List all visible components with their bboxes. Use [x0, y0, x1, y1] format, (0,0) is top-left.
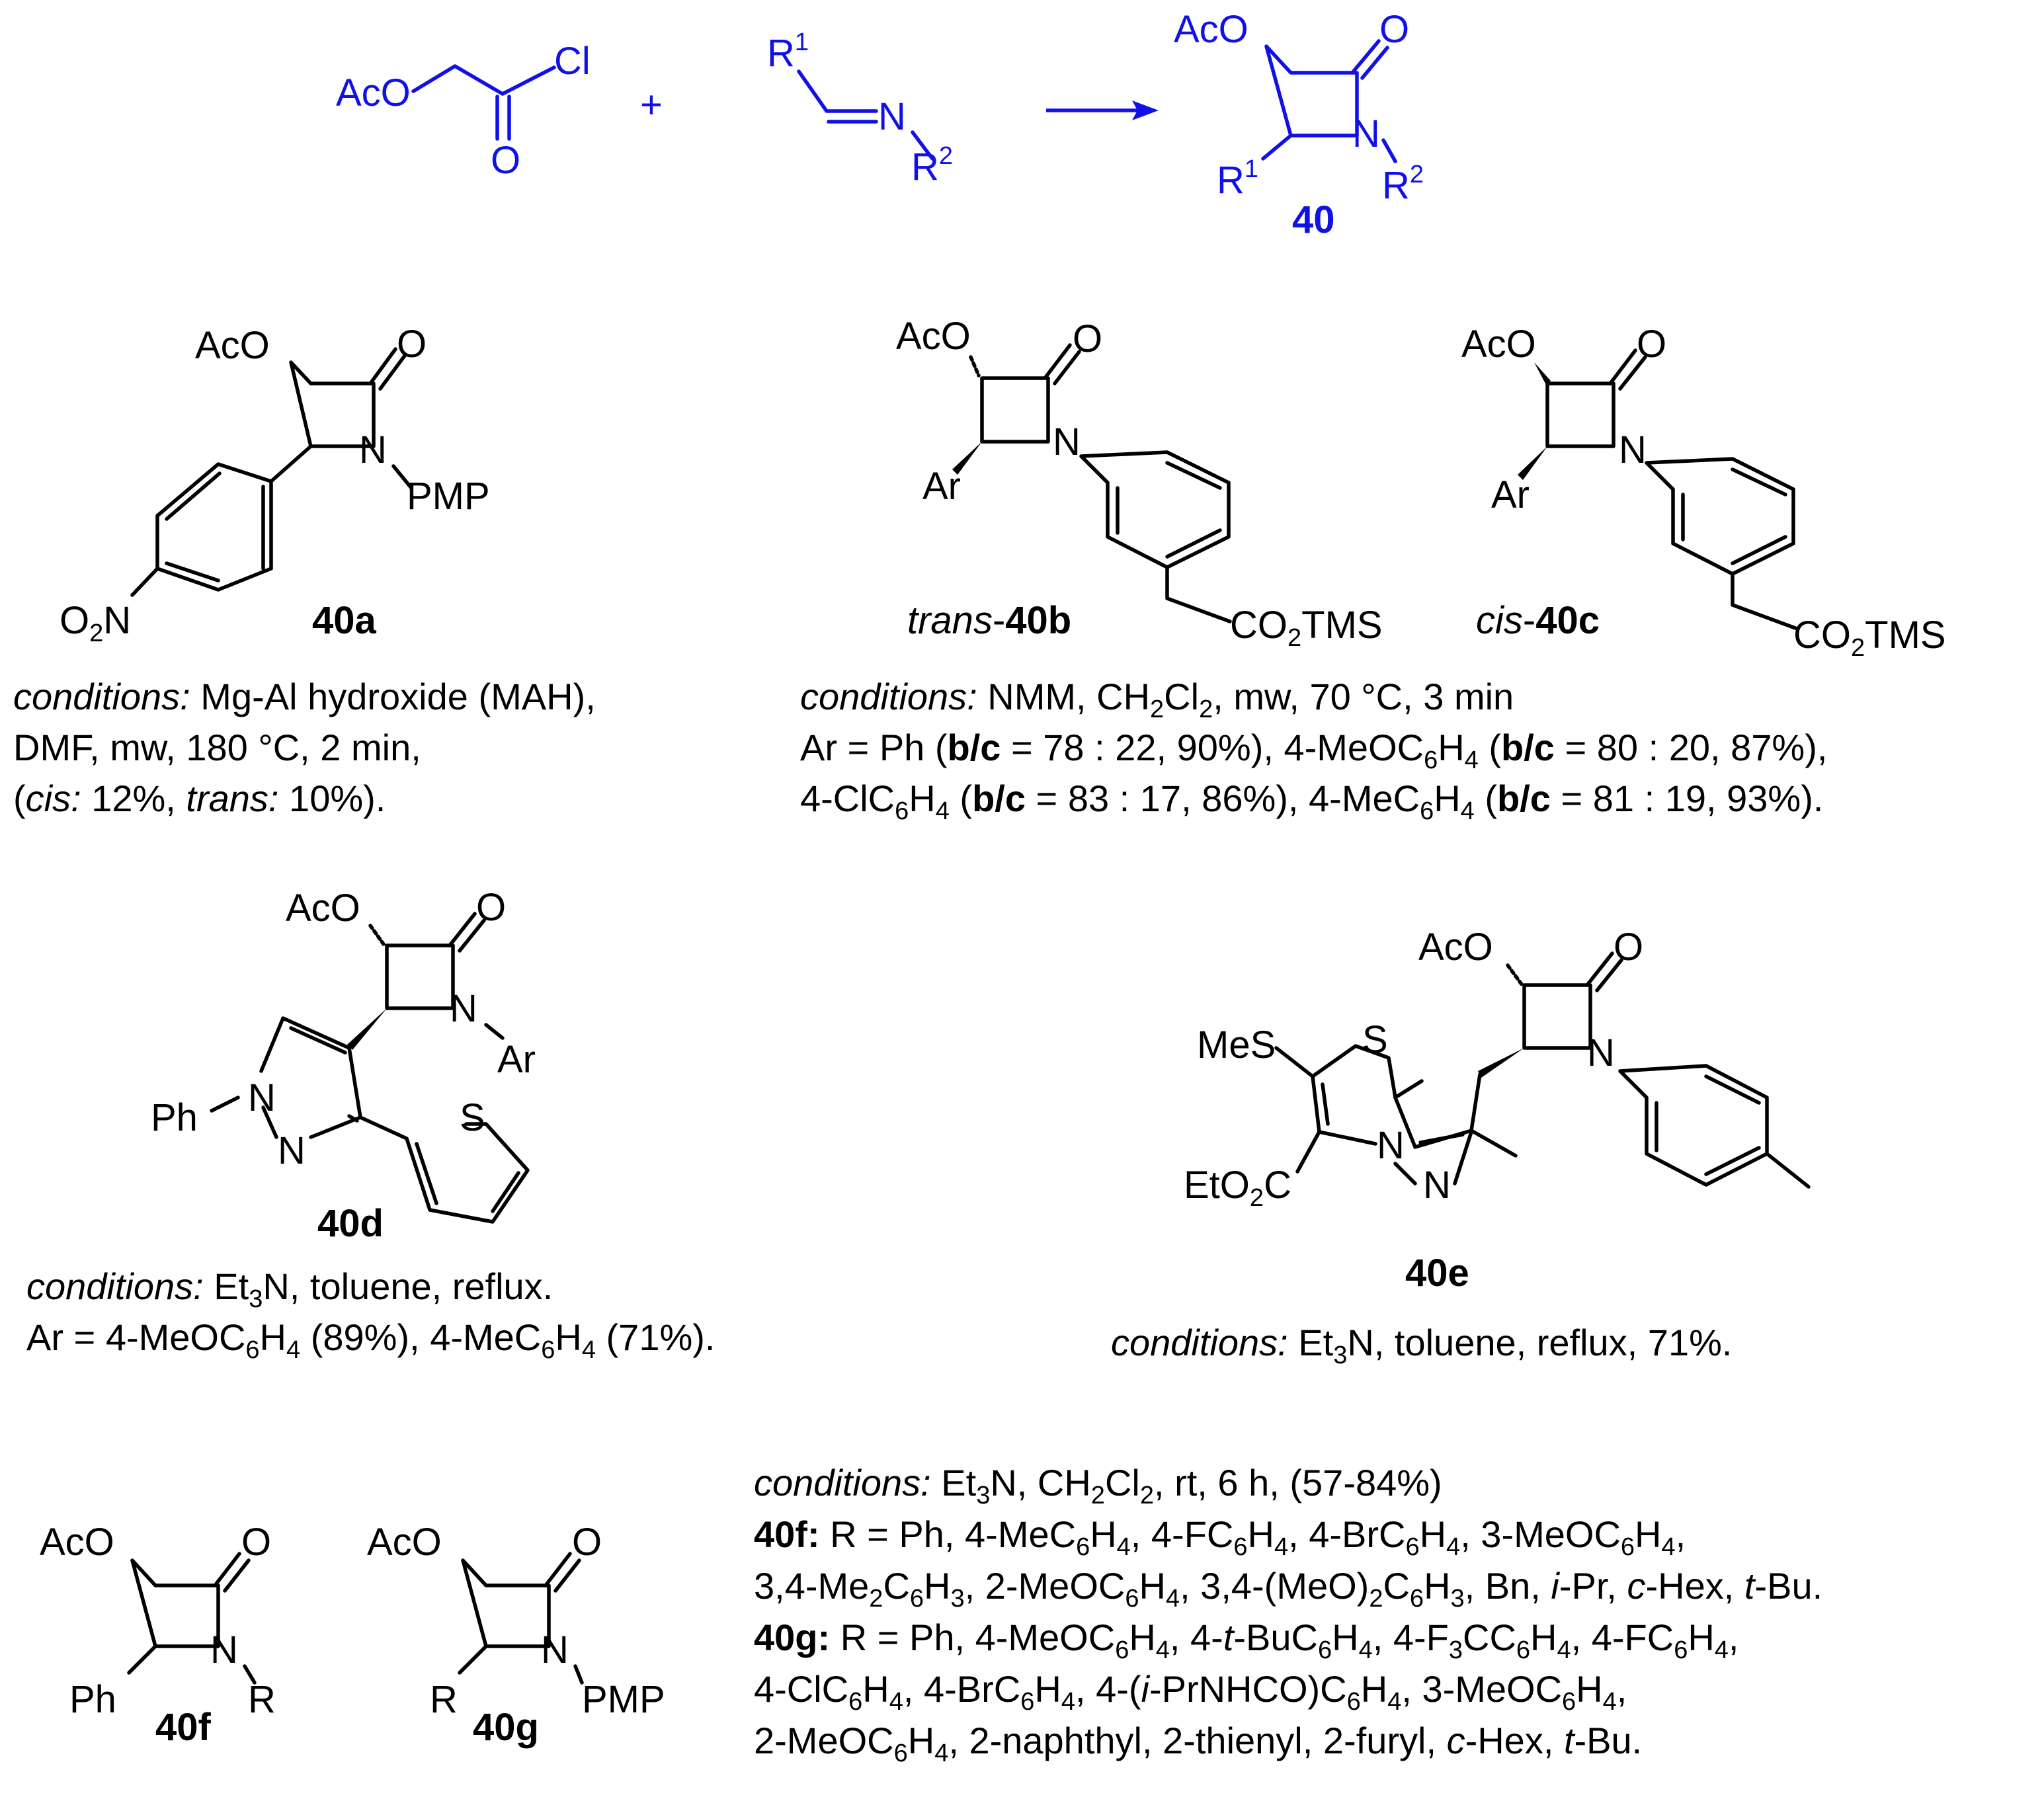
- 40d-n2-label: N: [278, 1129, 306, 1172]
- 40c-ar-label: Ar: [1491, 473, 1530, 516]
- 40c-n-label: N: [1619, 428, 1647, 471]
- 40e-conditions: conditions: Et3N, toluene, reflux, 71%.: [1111, 1322, 1732, 1369]
- 40g-r-label: R: [430, 1678, 458, 1721]
- 40b-o-label: O: [1073, 317, 1102, 360]
- 40c-co2tms-label: CO2TMS: [1793, 614, 1946, 662]
- 40a-compound-label: 40a: [312, 599, 377, 642]
- reagent-acetoxyacetyl-chloride: AcO Cl O: [336, 40, 591, 182]
- compound-40d: AcO O N Ar N N Ph S 40d: [151, 886, 536, 1245]
- 40e-n1-label: N: [1377, 1124, 1405, 1167]
- 40f-o-label: O: [241, 1521, 271, 1564]
- 40fg-cond-line1: conditions: Et3N, CH2Cl2, rt, 6 h, (57-8…: [754, 1462, 1442, 1509]
- product-aco-label: AcO: [1174, 8, 1248, 51]
- reagent1-cl-label: Cl: [554, 40, 591, 83]
- 40a-aco-label: AcO: [195, 324, 270, 367]
- compound-40g: AcO O N R PMP 40g: [367, 1521, 665, 1749]
- 40g-compound-label: 40g: [473, 1706, 539, 1749]
- reagent1-o-label: O: [491, 139, 520, 182]
- 40d-cond-line2: Ar = 4-MeOC6H4 (89%), 4-MeC6H4 (71%).: [26, 1316, 715, 1364]
- 40d-n-label: N: [450, 987, 477, 1030]
- 40a-no2-label: O2N: [60, 599, 131, 647]
- 40b-compound-label: trans-40b: [907, 599, 1071, 642]
- 40d-cond-line1: conditions: Et3N, toluene, reflux.: [26, 1265, 553, 1313]
- 40a-pmp-label: PMP: [407, 475, 490, 518]
- 40a-n-label: N: [359, 428, 387, 471]
- compound-40f: AcO O N Ph R 40f: [40, 1521, 276, 1749]
- 40c-compound-label: cis-40c: [1476, 599, 1600, 642]
- 40e-s-label: S: [1362, 1018, 1388, 1061]
- reagent1-aco-label: AcO: [336, 71, 411, 114]
- 40d-n1-label: N: [248, 1076, 276, 1119]
- product-o-label: O: [1379, 8, 1409, 51]
- imine-r2-label: R2: [911, 142, 953, 188]
- compound-40b: AcO O N Ar CO2TMS trans-40b: [896, 315, 1383, 652]
- 40a-cond-line1: conditions: Mg-Al hydroxide (MAH),: [13, 676, 596, 717]
- 40a-conditions: conditions: Mg-Al hydroxide (MAH), DMF, …: [13, 676, 596, 819]
- 40e-compound-label: 40e: [1405, 1252, 1469, 1295]
- 40b-aco-label: AcO: [896, 315, 971, 358]
- plus-sign: +: [640, 83, 663, 126]
- 40g-pmp-label: PMP: [582, 1678, 665, 1721]
- 40d-aco-label: AcO: [286, 887, 360, 930]
- 40e-aco-label: AcO: [1418, 926, 1493, 969]
- product-compound-label: 40: [1292, 198, 1335, 241]
- 40fg-cond-line2: 40f: R = Ph, 4-MeC6H4, 4-FC6H4, 4-BrC6H4…: [754, 1513, 1686, 1561]
- 40g-o-label: O: [572, 1521, 602, 1564]
- compound-40c: AcO O N Ar CO2TMS cis-40c: [1461, 323, 1946, 662]
- product-r1-label: R1: [1217, 155, 1258, 202]
- product-r2-label: R2: [1382, 161, 1424, 207]
- 40bc-cond-line2: Ar = Ph (b/c = 78 : 22, 90%), 4-MeOC6H4 …: [800, 727, 1827, 774]
- 40f-compound-label: 40f: [155, 1706, 212, 1749]
- compound-40e: AcO O N S N N MeS EtO2C 40e: [1184, 926, 1811, 1295]
- general-reaction: AcO Cl O + R1 N R2 AcO O N R1: [336, 8, 1424, 241]
- 40b-n-label: N: [1053, 420, 1081, 463]
- 40b-co2tms-label: CO2TMS: [1230, 604, 1383, 652]
- 40fg-cond-line3: 3,4-Me2C6H3, 2-MeOC6H4, 3,4-(MeO)2C6H3, …: [754, 1565, 1822, 1613]
- 40bc-cond-line3: 4-ClC6H4 (b/c = 83 : 17, 86%), 4-MeC6H4 …: [800, 778, 1823, 825]
- 40g-n-label: N: [541, 1628, 569, 1671]
- 40e-mes-label: MeS: [1197, 1023, 1276, 1066]
- 40f-n-label: N: [210, 1628, 238, 1671]
- 40f-ph-label: Ph: [69, 1678, 116, 1721]
- 40g-aco-label: AcO: [367, 1521, 442, 1564]
- 40e-cond-line: conditions: Et3N, toluene, reflux, 71%.: [1111, 1322, 1732, 1369]
- product-n-label: N: [1352, 112, 1380, 155]
- 40b-ar-label: Ar: [922, 465, 961, 508]
- 40e-eto2c-label: EtO2C: [1184, 1164, 1291, 1212]
- 40f-r-label: R: [248, 1678, 276, 1721]
- 40d-o-label: O: [476, 886, 506, 929]
- 40c-o-label: O: [1637, 323, 1666, 366]
- 40d-s-label: S: [460, 1096, 485, 1139]
- 40bc-conditions: conditions: NMM, CH2Cl2, mw, 70 °C, 3 mi…: [800, 676, 1827, 825]
- 40d-conditions: conditions: Et3N, toluene, reflux. Ar = …: [26, 1265, 715, 1364]
- 40f-aco-label: AcO: [40, 1521, 114, 1564]
- imine-r1-label: R1: [767, 28, 809, 75]
- imine-n-label: N: [878, 95, 906, 138]
- 40fg-cond-line6: 2-MeOC6H4, 2-naphthyl, 2-thienyl, 2-fury…: [754, 1720, 1642, 1767]
- 40a-cond-line2: DMF, mw, 180 °C, 2 min,: [13, 727, 421, 768]
- 40e-o-label: O: [1614, 926, 1643, 969]
- 40a-cond-line3: (cis: 12%, trans: 10%).: [13, 778, 386, 819]
- reagent-imine: R1 N R2: [767, 28, 953, 188]
- 40d-ph-label: Ph: [151, 1096, 198, 1139]
- 40fg-cond-line5: 4-ClC6H4, 4-BrC6H4, 4-(i-PrNHCO)C6H4, 3-…: [754, 1668, 1627, 1716]
- compound-40a: AcO O N PMP O2N 40a: [60, 323, 490, 647]
- 40a-o-label: O: [397, 323, 427, 366]
- 40e-n2-label: N: [1423, 1164, 1451, 1207]
- 40bc-cond-line1: conditions: NMM, CH2Cl2, mw, 70 °C, 3 mi…: [800, 676, 1514, 723]
- 40fg-cond-line4: 40g: R = Ph, 4-MeOC6H4, 4-t-BuC6H4, 4-F3…: [754, 1617, 1738, 1664]
- reaction-arrow: [1046, 100, 1159, 120]
- 40e-n-label: N: [1587, 1031, 1615, 1074]
- 40c-aco-label: AcO: [1461, 323, 1536, 366]
- 40d-compound-label: 40d: [317, 1202, 384, 1245]
- product-40: AcO O N R1 R2 40: [1174, 8, 1424, 241]
- 40d-ar-label: Ar: [497, 1038, 536, 1081]
- 40fg-conditions: conditions: Et3N, CH2Cl2, rt, 6 h, (57-8…: [754, 1462, 1822, 1767]
